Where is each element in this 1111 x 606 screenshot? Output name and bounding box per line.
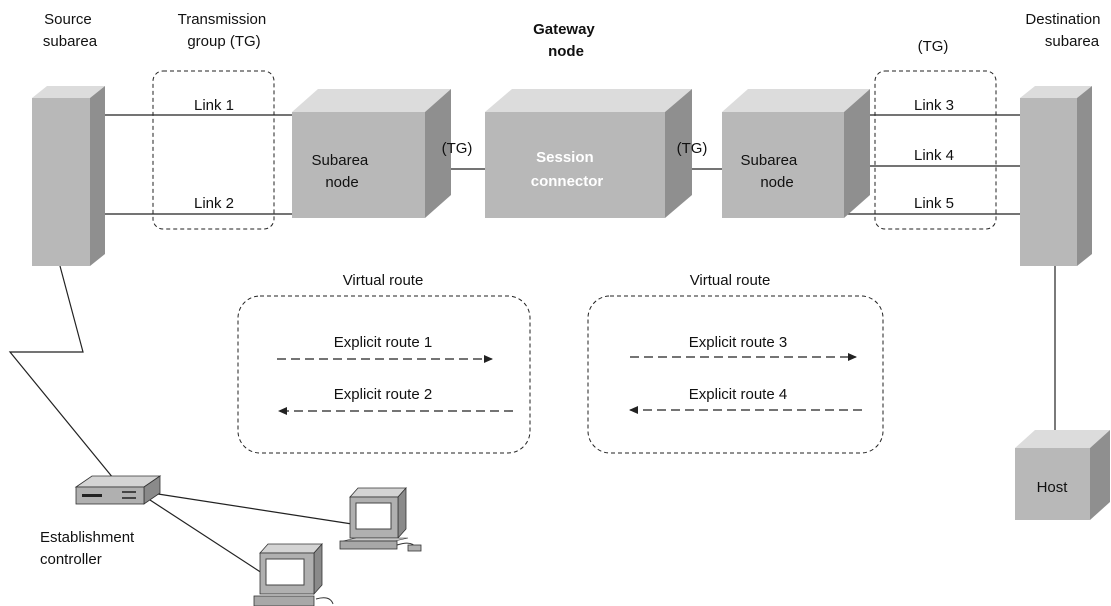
subarea-node-left [292, 89, 451, 218]
virtual-route-box-left [237, 295, 531, 454]
transmission-group-label: Transmission group (TG) [178, 11, 271, 50]
controller-to-terminal-left [149, 499, 263, 574]
link5-label: Link 5 [914, 195, 954, 212]
destination-subarea-label: Destination subarea [1025, 11, 1104, 50]
session-connector-node [485, 89, 692, 218]
establishment-controller-label: Establishment controller [40, 529, 138, 568]
explicit-route-4-label: Explicit route 4 [689, 386, 787, 403]
terminal-right-icon [339, 486, 422, 552]
host-label: Host [1037, 479, 1069, 496]
virtual-route-left-title: Virtual route [343, 272, 424, 289]
link1-label: Link 1 [194, 97, 234, 114]
subarea-node-right [722, 89, 870, 218]
explicit-route-2-label: Explicit route 2 [334, 386, 432, 403]
source-to-controller-zigzag [8, 265, 119, 485]
source-subarea-label: Source subarea [43, 11, 98, 50]
subarea-node-right-label: Subarea node [741, 152, 802, 191]
link3-label: Link 3 [914, 97, 954, 114]
explicit-route-3-label: Explicit route 3 [689, 334, 787, 351]
source-subarea-node [32, 86, 105, 266]
destination-subarea-node [1020, 86, 1092, 266]
transmission-group-box-right [874, 70, 997, 230]
transmission-group-box-left [152, 70, 275, 230]
link2-label: Link 2 [194, 195, 234, 212]
link4-label: Link 4 [914, 147, 954, 164]
host-node [1015, 430, 1110, 520]
virtual-route-right-title: Virtual route [690, 272, 771, 289]
gateway-node-label: Gateway node [533, 21, 599, 60]
virtual-route-box-right [587, 295, 884, 454]
terminal-left-icon [253, 542, 334, 606]
subarea-node-left-label: Subarea node [312, 152, 373, 191]
controller-to-terminal-right [157, 493, 353, 525]
session-connector-label: Session connector [531, 149, 604, 190]
tg-label-right: (TG) [918, 38, 949, 55]
tg-label-left-of-connector: (TG) [442, 140, 473, 157]
explicit-route-1-label: Explicit route 1 [334, 334, 432, 351]
tg-label-right-of-connector: (TG) [677, 140, 708, 157]
establishment-controller-icon [74, 475, 162, 505]
